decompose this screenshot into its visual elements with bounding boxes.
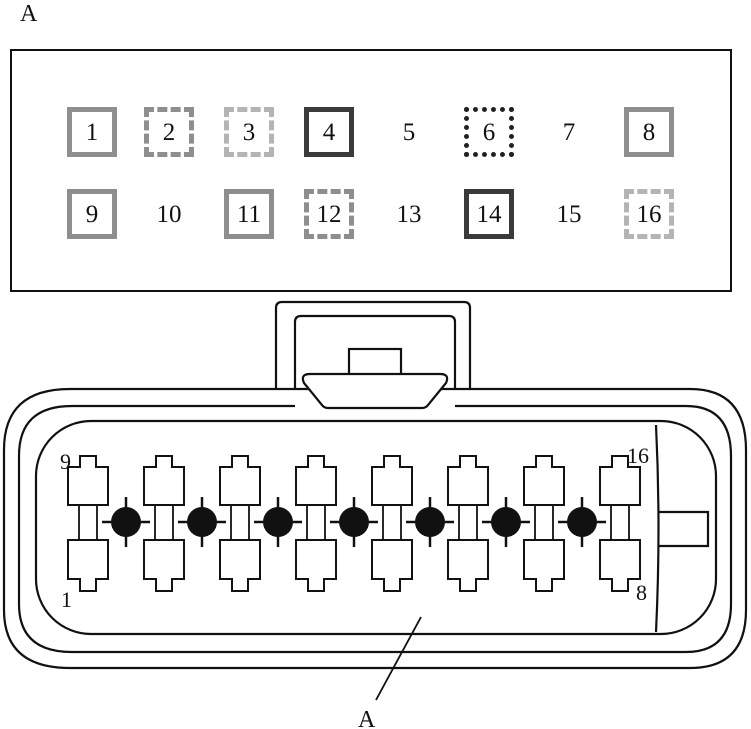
pin-box-3: 3 [224, 107, 274, 157]
pin-number: 10 [156, 200, 182, 228]
latch-dot [491, 507, 521, 537]
pin-box-15: 15 [544, 189, 594, 239]
pin-box-10: 10 [144, 189, 194, 239]
terminal-top [523, 455, 565, 506]
pin-number: 12 [316, 200, 342, 228]
pin-number: 4 [322, 118, 336, 146]
callout-leader [375, 616, 422, 701]
terminal-bottom [67, 539, 109, 592]
pin-box-8: 8 [624, 107, 674, 157]
latch-block [347, 347, 403, 377]
key-notch [658, 510, 710, 548]
pin-box-6: 6 [464, 107, 514, 157]
pin-box-7: 7 [544, 107, 594, 157]
latch-dot [263, 507, 293, 537]
latch-dot [339, 507, 369, 537]
terminal-top [371, 455, 413, 506]
pin-number: 2 [162, 118, 176, 146]
pin-number: 1 [85, 118, 99, 146]
terminal-bottom [447, 539, 489, 592]
housing-middle [17, 404, 733, 654]
pin-number: 15 [556, 200, 582, 228]
pin-number: 14 [476, 200, 502, 228]
terminal-top [447, 455, 489, 506]
latch-dot [187, 507, 217, 537]
housing-outer [2, 387, 748, 670]
pin-box-11: 11 [224, 189, 274, 239]
terminal-bottom [599, 539, 641, 592]
lock-tab-outer [274, 300, 472, 389]
terminal-bottom [143, 539, 185, 592]
latch-dot [567, 507, 597, 537]
pin-box-1: 1 [67, 107, 117, 157]
terminal-top [295, 455, 337, 506]
terminal-bottom [295, 539, 337, 592]
lock-tab-inner [293, 314, 457, 406]
pin-number: 3 [242, 118, 256, 146]
terminal-top [599, 455, 641, 506]
top-label: A [20, 1, 38, 27]
latch-dot [415, 507, 445, 537]
pin-number: 11 [236, 200, 262, 228]
pin-number: 6 [482, 118, 496, 146]
pin-number: 16 [636, 200, 662, 228]
pin-box-9: 9 [67, 189, 117, 239]
corner-label-top-left: 9 [60, 449, 71, 474]
key-slot [654, 424, 660, 633]
corner-label-bottom-right: 8 [636, 580, 647, 605]
terminal-top [67, 455, 109, 506]
pin-number: 5 [402, 118, 416, 146]
housing-inner [34, 419, 718, 636]
terminal-top [143, 455, 185, 506]
corner-label-top-right: 16 [627, 443, 649, 468]
pin-box-5: 5 [384, 107, 434, 157]
terminal-bottom [219, 539, 261, 592]
pin-box-2: 2 [144, 107, 194, 157]
callout-label: A [358, 707, 376, 729]
terminal-bottom [371, 539, 413, 592]
pin-box-12: 12 [304, 189, 354, 239]
latch-dot [111, 507, 141, 537]
pin-box-14: 14 [464, 189, 514, 239]
pin-box-13: 13 [384, 189, 434, 239]
pin-number: 13 [396, 200, 422, 228]
terminal-group [67, 455, 641, 592]
terminal-top [219, 455, 261, 506]
latch-wedge [301, 372, 449, 410]
corner-label-bottom-left: 1 [61, 587, 72, 612]
pin-number: 8 [642, 118, 656, 146]
pin-box-4: 4 [304, 107, 354, 157]
pin-box-16: 16 [624, 189, 674, 239]
terminal-bottom [523, 539, 565, 592]
pin-number: 7 [562, 118, 576, 146]
pin-number: 9 [85, 200, 99, 228]
